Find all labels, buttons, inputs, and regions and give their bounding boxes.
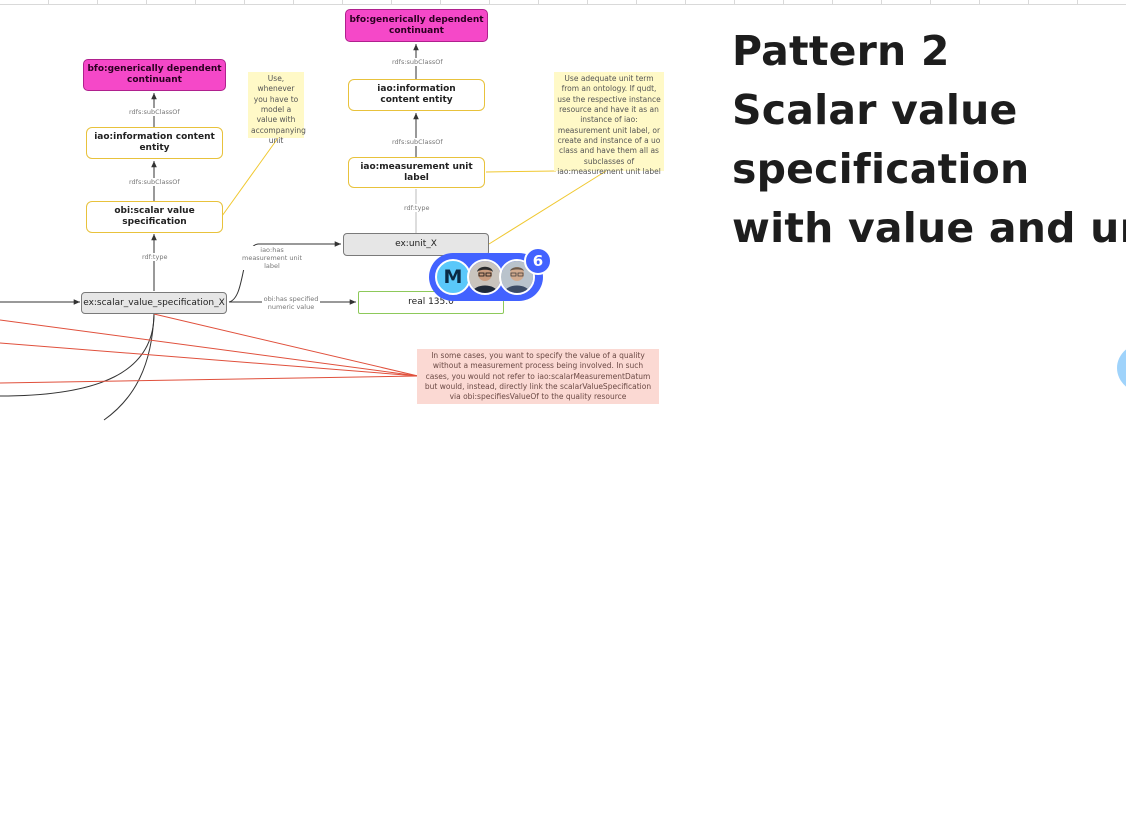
class-node-ice-right[interactable]: iao:information content entity [348, 79, 485, 111]
sticky-note-usage[interactable]: Use, whenever you have to model a value … [248, 72, 306, 145]
edge-label-subclass-4: rdfs:subClassOf [392, 138, 443, 147]
red-connector-3[interactable] [0, 375, 419, 384]
red-connector-2[interactable] [0, 342, 419, 377]
collaborator-presence-group[interactable]: M [429, 253, 543, 301]
edge-label-has-numeric-value: obi:has specified numeric value [262, 295, 320, 312]
sticky-note-unit-term-text: Use adequate unit term from an ontology.… [557, 74, 661, 177]
class-node-ice-right-label: iao:information content entity [377, 84, 456, 105]
user-avatar-1-icon [469, 261, 501, 293]
edge-label-subclass-1: rdfs:subClassOf [129, 108, 180, 117]
collaborator-cursor-bubble [1117, 342, 1126, 394]
class-node-scalar-spec[interactable]: obi:scalar value specification [86, 201, 223, 233]
edge-label-has-unit-label: iao:has measurement unit label [237, 246, 307, 271]
sticky-note-quality-value-text: In some cases, you want to specify the v… [424, 351, 652, 402]
sticky-note-quality-value[interactable]: In some cases, you want to specify the v… [417, 349, 659, 404]
instance-node-unit-x[interactable]: ex:unit_X [343, 233, 489, 256]
yellow-connector-right-1[interactable] [485, 170, 557, 173]
collaborator-avatar-initial[interactable]: M [435, 259, 471, 295]
sticky-note-unit-term[interactable]: Use adequate unit term from an ontology.… [554, 72, 664, 176]
class-node-ice-left-label: iao:information content entity [94, 132, 215, 153]
class-node-scalar-spec-label: obi:scalar value specification [114, 206, 195, 227]
instance-node-unit-x-label: ex:unit_X [395, 239, 437, 250]
pattern-title-line-2: Scalar value [732, 86, 1018, 134]
collaborator-count-badge[interactable]: 6 [524, 247, 552, 275]
sticky-note-usage-text: Use, whenever you have to model a value … [251, 74, 306, 146]
class-node-unit-label-label: iao:measurement unit label [360, 161, 473, 183]
class-node-unit-label[interactable]: iao:measurement unit label [348, 157, 485, 188]
pattern-title-line-4: with value and unit [732, 204, 1126, 252]
class-node-ice-left[interactable]: iao:information content entity [86, 127, 223, 159]
yellow-connector-right-2[interactable] [488, 170, 607, 245]
class-node-bfo-left-label: bfo:generically dependent continuant [87, 64, 222, 85]
pattern-title-line-3: specification [732, 145, 1030, 193]
class-node-bfo-right[interactable]: bfo:generically dependent continuant [345, 9, 488, 42]
edge-label-subclass-2: rdfs:subClassOf [129, 178, 180, 187]
red-connector-1[interactable] [0, 319, 419, 377]
edge-label-type-right: rdf:type [404, 204, 430, 213]
board-top-grid [0, 0, 1126, 5]
red-connector-4[interactable] [153, 313, 419, 377]
connector-curve-down-1[interactable] [0, 313, 155, 397]
class-node-bfo-left[interactable]: bfo:generically dependent continuant [83, 59, 226, 91]
connector-curve-down-2[interactable] [103, 313, 155, 421]
instance-node-svs-x[interactable]: ex:scalar_value_specification_X [81, 292, 227, 314]
edge-label-subclass-3: rdfs:subClassOf [392, 58, 443, 67]
instance-node-svs-x-label: ex:scalar_value_specification_X [83, 297, 225, 308]
edge-label-type-left: rdf:type [142, 253, 168, 262]
collaborator-avatar-photo-1[interactable] [467, 259, 503, 295]
pattern-title-line-1: Pattern 2 [732, 27, 950, 75]
class-node-bfo-right-label: bfo:generically dependent continuant [349, 14, 484, 36]
literal-node-value-label: real 135.0 [408, 297, 454, 308]
yellow-connector-left[interactable] [221, 137, 279, 217]
